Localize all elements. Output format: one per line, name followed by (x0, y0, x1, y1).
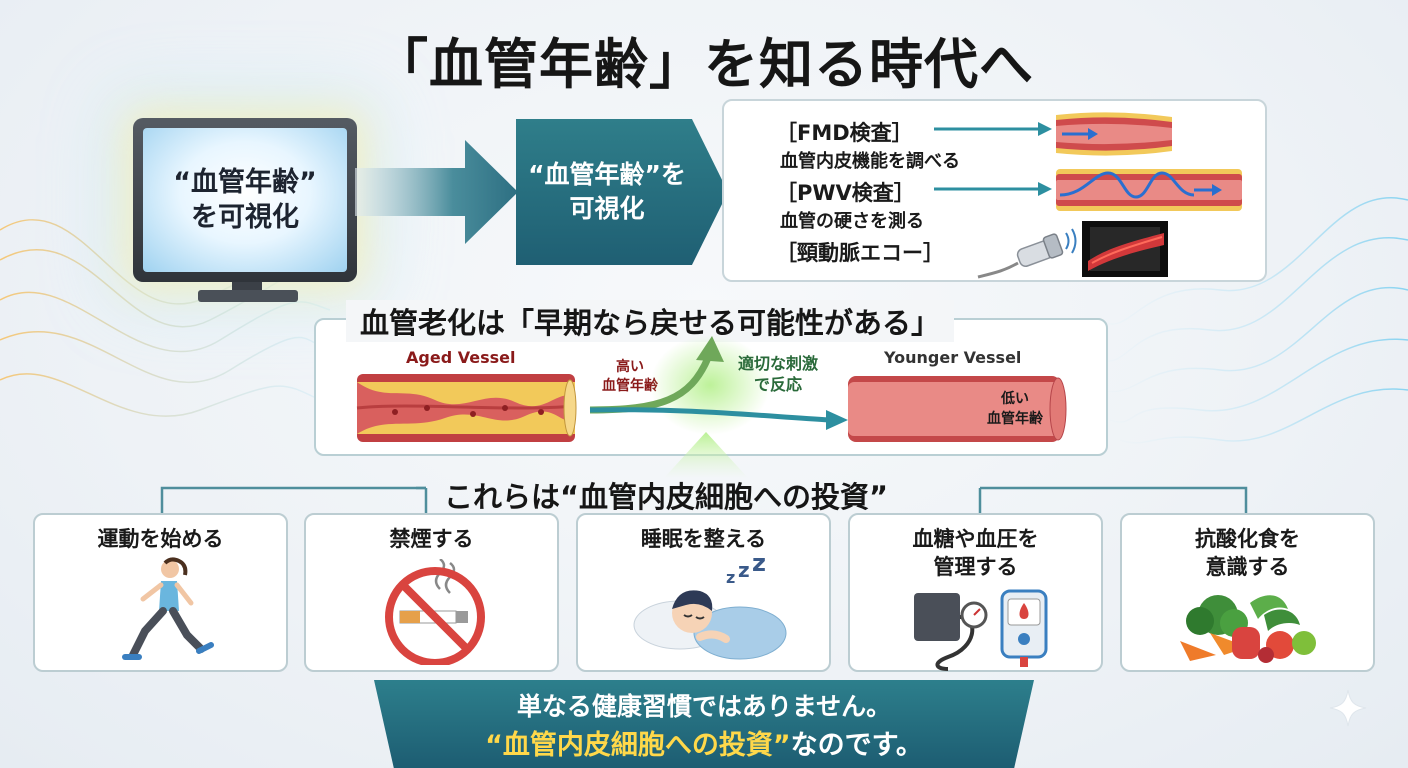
big-arrow-icon (355, 140, 518, 244)
fmd-test-title: ［FMD検査］ (776, 121, 913, 145)
fmd-vessel-icon (1056, 112, 1172, 156)
low-age-line2: 血管年齢 (987, 410, 1043, 427)
card-blood-management-line2: 管理する (933, 555, 1018, 580)
card-quit-smoking-line1: 禁煙する (389, 527, 474, 551)
card-sleep-label: 睡眠を整える (578, 525, 829, 553)
card-exercise-label: 運動を始める (35, 525, 286, 553)
runner-icon (122, 557, 214, 660)
monitor-neck (232, 282, 262, 292)
monitor-text-line1: “血管年齢” (173, 166, 317, 198)
banner-line1: 単なる健康習慣ではありません。 (516, 691, 892, 721)
pwv-test-title: ［PWV検査］ (776, 181, 915, 205)
card-antioxidant-food: 抗酸化食を 意識する (1120, 513, 1375, 672)
younger-vessel-illustration (848, 376, 1067, 442)
monitor-screen: “血管年齢” を可視化 (143, 128, 347, 272)
banner-line2: “血管内皮細胞への投資”なのです。 (485, 723, 923, 762)
younger-vessel-label: Younger Vessel (884, 348, 1022, 367)
high-age-line2: 血管年齢 (602, 377, 658, 394)
tests-panel: ［FMD検査］ 血管内皮機能を調べる ［PWV検査］ 血管の硬さを測る ［頸動脈… (722, 99, 1267, 282)
monitor: “血管年齢” を可視化 (133, 118, 357, 282)
card-sleep: 睡眠を整える z z z (576, 513, 831, 672)
carotid-echo-image (1082, 221, 1168, 277)
visualize-pentagon: “血管年齢”を 可視化 (516, 119, 728, 265)
low-age-line1: 低い (1001, 391, 1029, 407)
stimulus-line1: 適切な刺激 (737, 354, 818, 373)
stimulus-line2: で反応 (753, 374, 802, 394)
card-exercise-line1: 運動を始める (97, 527, 224, 551)
sparkle-icon (1329, 689, 1367, 727)
investment-title: これらは“血管内皮細胞への投資” (444, 480, 889, 514)
svg-text:z: z (752, 555, 766, 577)
pwv-test-description: 血管の硬さを測る (780, 211, 924, 232)
banner-line2-rest: なのです。 (790, 729, 923, 761)
banner-highlight: “血管内皮細胞への投資” (485, 729, 791, 761)
investment-connector (160, 486, 1248, 516)
page-title: 「血管年齢」を知る時代へ (374, 33, 1034, 96)
up-arrow-glow-icon (664, 432, 748, 478)
monitor-text-line2: を可視化 (191, 202, 299, 233)
no-smoking-icon (385, 559, 485, 665)
sleeping-person-icon: z z z (633, 555, 787, 660)
reversal-title: 血管老化は「早期なら戻せる可能性がある」 (346, 300, 955, 342)
monitor-stand (198, 290, 298, 302)
svg-text:z: z (738, 558, 750, 582)
arrow-right-icon (934, 122, 1052, 136)
high-vessel-age-text: 高い 血管年齢 (590, 358, 670, 396)
svg-text:z: z (726, 568, 735, 587)
low-vessel-age-text: 低い 血管年齢 (970, 390, 1060, 429)
card-blood-management: 血糖や血圧を 管理する (848, 513, 1103, 672)
high-age-line1: 高い (616, 359, 644, 375)
card-quit-smoking: 禁煙する (304, 513, 559, 672)
ultrasound-probe-icon (977, 228, 1077, 279)
pentagon-text-line1: “血管年齢”を (528, 160, 686, 190)
pentagon-text-line2: 可視化 (569, 194, 645, 223)
fmd-test-description: 血管内皮機能を調べる (780, 151, 960, 172)
health-monitor-icon (914, 589, 1048, 671)
stimulus-text: 適切な刺激 で反応 (730, 354, 826, 396)
carotid-echo-title: ［頸動脈エコー］ (776, 241, 944, 265)
card-antioxidant-food-label: 抗酸化食を 意識する (1122, 525, 1373, 582)
pwv-vessel-icon (1056, 169, 1242, 211)
conclusion-banner: 単なる健康習慣ではありません。 “血管内皮細胞への投資”なのです。 (374, 680, 1034, 768)
card-blood-management-label: 血糖や血圧を 管理する (850, 525, 1101, 582)
card-exercise: 運動を始める (33, 513, 288, 672)
card-blood-management-line1: 血糖や血圧を (912, 527, 1039, 551)
vegetables-icon (1180, 595, 1316, 663)
aged-vessel-label: Aged Vessel (406, 348, 516, 367)
aged-vessel-illustration (356, 374, 577, 442)
card-antioxidant-food-line2: 意識する (1205, 555, 1290, 580)
card-sleep-line1: 睡眠を整える (640, 527, 767, 551)
card-antioxidant-food-line1: 抗酸化食を (1195, 527, 1300, 551)
card-quit-smoking-label: 禁煙する (306, 525, 557, 553)
arrow-right-icon (934, 182, 1052, 196)
reversal-arrows (589, 335, 848, 435)
